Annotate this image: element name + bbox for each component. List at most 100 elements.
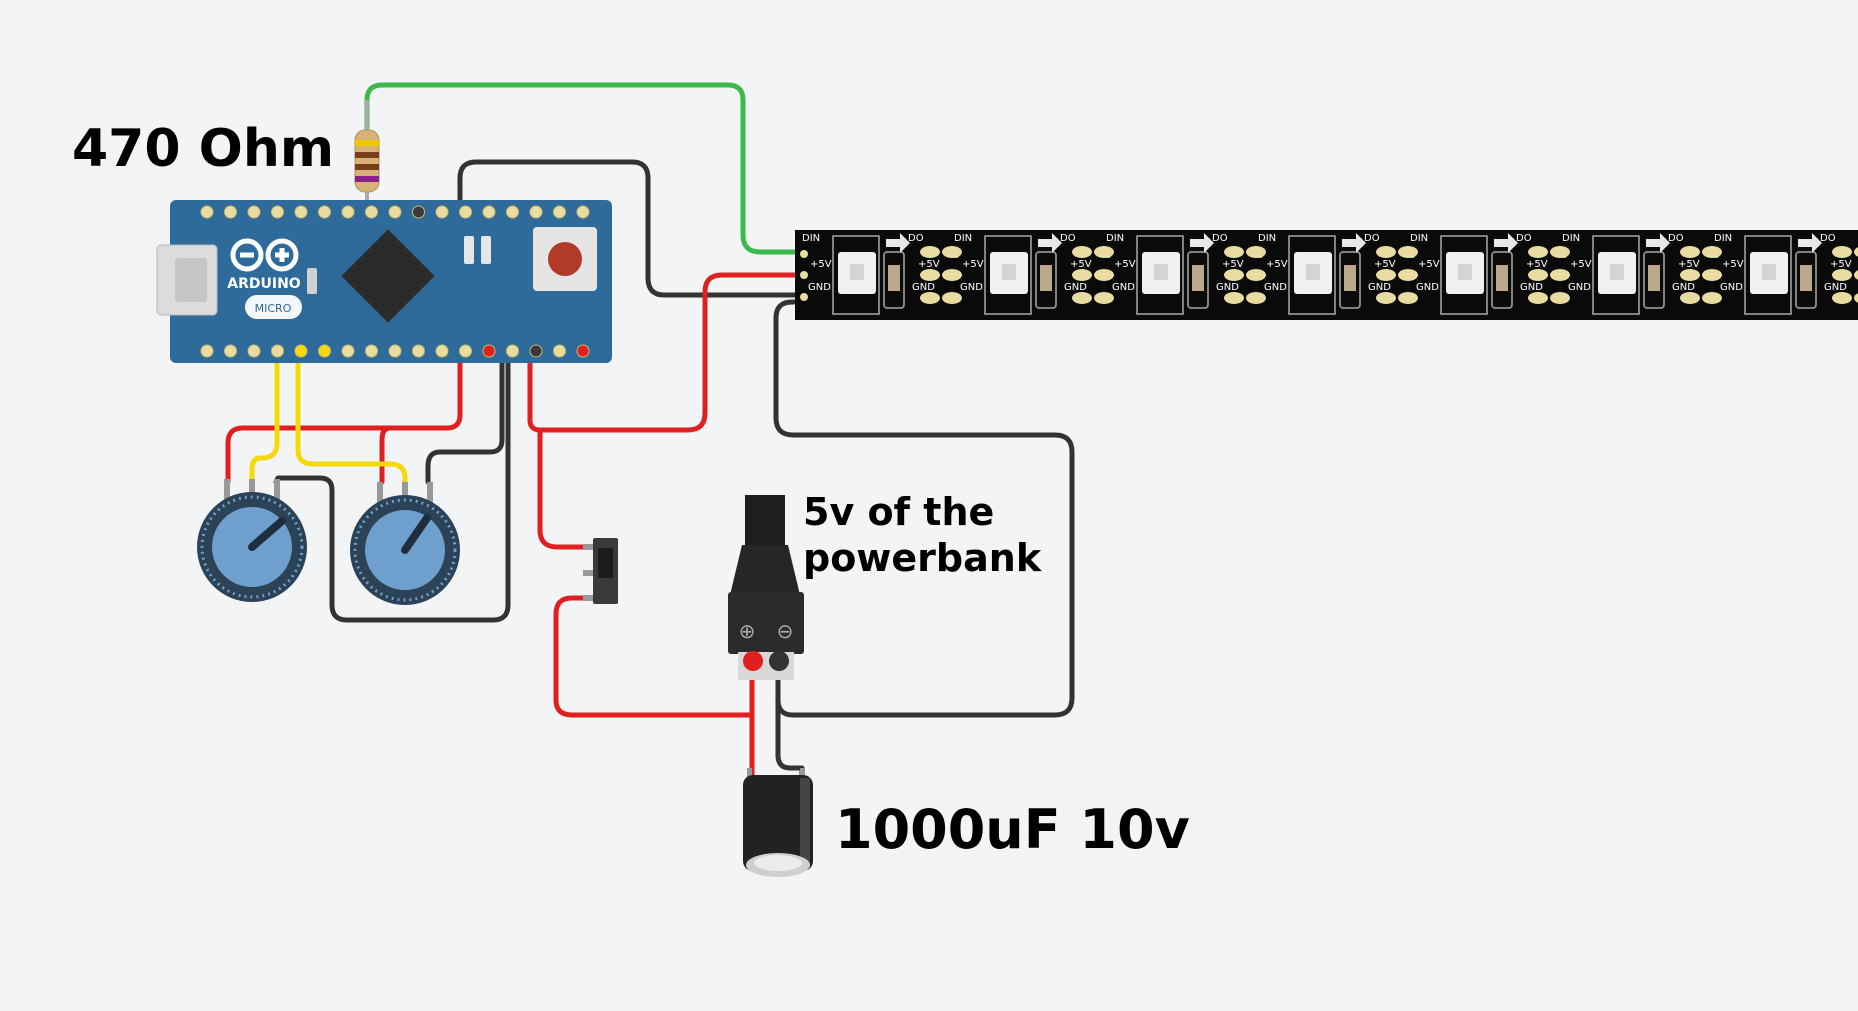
wire-cap-black (775, 657, 805, 778)
wire-switch-red (537, 427, 595, 550)
strip-pad-label: GND (1672, 282, 1695, 293)
header-pin-bottom (271, 344, 284, 358)
strip-pad-label: +5V (1830, 259, 1852, 270)
header-pin-top (365, 205, 378, 219)
header-pin-bottom (247, 344, 261, 358)
strip-pad-label: GND (1368, 282, 1391, 293)
strip-pad-label: +5V (1222, 259, 1244, 270)
header-pins-top (200, 205, 590, 219)
strip-pad-label: +5V (1722, 259, 1744, 270)
strip-pad-label: +5V (1570, 259, 1592, 270)
strip-pad-label: +5V (1374, 259, 1396, 270)
capacitor-1000uf (743, 768, 813, 877)
header-pin-top (224, 205, 237, 219)
header-pin-bottom (388, 344, 402, 358)
header-pin-top (388, 205, 402, 219)
header-pin-top (200, 205, 214, 219)
strip-pad-label: DIN (1562, 233, 1580, 244)
strip-pad-label: GND (1568, 282, 1591, 293)
strip-pad-label: DIN (954, 233, 972, 244)
header-pin-bottom (459, 344, 472, 358)
header-pin-bottom (224, 344, 237, 358)
strip-pad-label: DIN (1410, 233, 1428, 244)
strip-pad-label: GND (1824, 282, 1847, 293)
led-strip-segment: DIN +5V GND DO +5V GND (1712, 233, 1858, 315)
strip-pad-label: +5V (962, 259, 984, 270)
jack-minus-icon: ⊖ (777, 619, 794, 643)
header-pin-bottom (576, 344, 590, 358)
header-pin-top (412, 205, 425, 219)
header-pins-bottom (200, 344, 590, 358)
strip-pad-label: +5V (1526, 259, 1548, 270)
wires (225, 82, 1075, 778)
header-pin-top (553, 205, 566, 219)
led-strip: DIN +5V GND DO +5V GND DIN +5V GND DO +5V GND DIN +5V… (795, 230, 1858, 320)
strip-pad-label: DIN (1106, 233, 1124, 244)
strip-pad-label: GND (912, 282, 935, 293)
wire-pot2-gnd-black (425, 349, 505, 485)
header-pin-top (576, 205, 590, 219)
potentiometer-2[interactable] (350, 482, 460, 605)
power-label: 5v of the powerbank (803, 490, 1041, 581)
header-pin-bottom (318, 344, 331, 358)
resistor-470-ohm (354, 100, 380, 210)
header-pin-top (506, 205, 519, 219)
wire-switch-out-red (553, 595, 755, 718)
header-pin-bottom (553, 344, 566, 358)
strip-pad-label: GND (1064, 282, 1087, 293)
header-pin-top (435, 205, 449, 219)
strip-pad-label: DO (1212, 233, 1228, 244)
strip-pad-label: +5V (1266, 259, 1288, 270)
strip-pad-label: GND (808, 282, 831, 293)
strip-pad-label: +5V (1678, 259, 1700, 270)
strip-pad-label: +5V (1418, 259, 1440, 270)
strip-pad-label: DO (1668, 233, 1684, 244)
strip-pad-label: DIN (802, 233, 820, 244)
arduino-brand-text: ARDUINO (227, 276, 301, 292)
power-label-line2: powerbank (803, 535, 1042, 580)
strip-pad-label: GND (1216, 282, 1239, 293)
wire-pot1-signal-yellow (249, 349, 280, 485)
header-pin-top (294, 205, 308, 219)
strip-pad-label: DIN (1714, 233, 1732, 244)
strip-pad-label: DO (1820, 233, 1836, 244)
header-pin-top (318, 205, 331, 219)
strip-pad-label: DIN (1258, 233, 1276, 244)
wire-5v-red (527, 272, 803, 433)
potentiometer-1[interactable] (197, 479, 307, 602)
strip-pad-label: +5V (1070, 259, 1092, 270)
strip-pad-label: DO (1364, 233, 1380, 244)
arduino-model-text: MICRO (255, 302, 292, 315)
led-strip-segment: DIN +5V GND DO +5V GND (1408, 233, 1570, 315)
capacitor-label: 1000uF 10v (835, 798, 1190, 861)
header-pin-top (271, 205, 284, 219)
header-pin-bottom (529, 344, 543, 358)
header-pin-bottom (200, 344, 214, 358)
wire-gnd-loop-black (773, 299, 1075, 718)
wire-data-green (364, 82, 803, 255)
arduino-micro-board: ARDUINO MICRO (156, 200, 612, 363)
wire-pot1-gnd-black (273, 349, 511, 623)
header-pin-bottom (294, 344, 308, 358)
jack-plus-icon: ⊕ (739, 619, 756, 643)
resistor-label: 470 Ohm (72, 119, 335, 179)
strip-pad-label: DO (1516, 233, 1532, 244)
dc-power-jack: ⊕ ⊖ (728, 495, 804, 680)
strip-pad-label: GND (1112, 282, 1135, 293)
wire-pot2-5v-red (379, 425, 393, 485)
reset-button[interactable] (533, 227, 597, 291)
strip-pad-label: GND (1416, 282, 1439, 293)
led-strip-segments: DIN +5V GND DO +5V GND DIN +5V GND DO +5V GND DIN +5V… (800, 233, 1858, 315)
strip-pad-label: GND (1520, 282, 1543, 293)
led-strip-segment: DIN +5V GND DO +5V GND (1560, 233, 1722, 315)
strip-pad-label: GND (1720, 282, 1743, 293)
slide-switch[interactable] (583, 538, 618, 604)
power-label-line1: 5v of the (803, 490, 995, 534)
strip-pad-label: DO (908, 233, 924, 244)
header-pin-bottom (482, 344, 496, 358)
arduino-logo-icon (230, 238, 299, 272)
strip-pad-label: +5V (918, 259, 940, 270)
header-pin-top (459, 205, 472, 219)
